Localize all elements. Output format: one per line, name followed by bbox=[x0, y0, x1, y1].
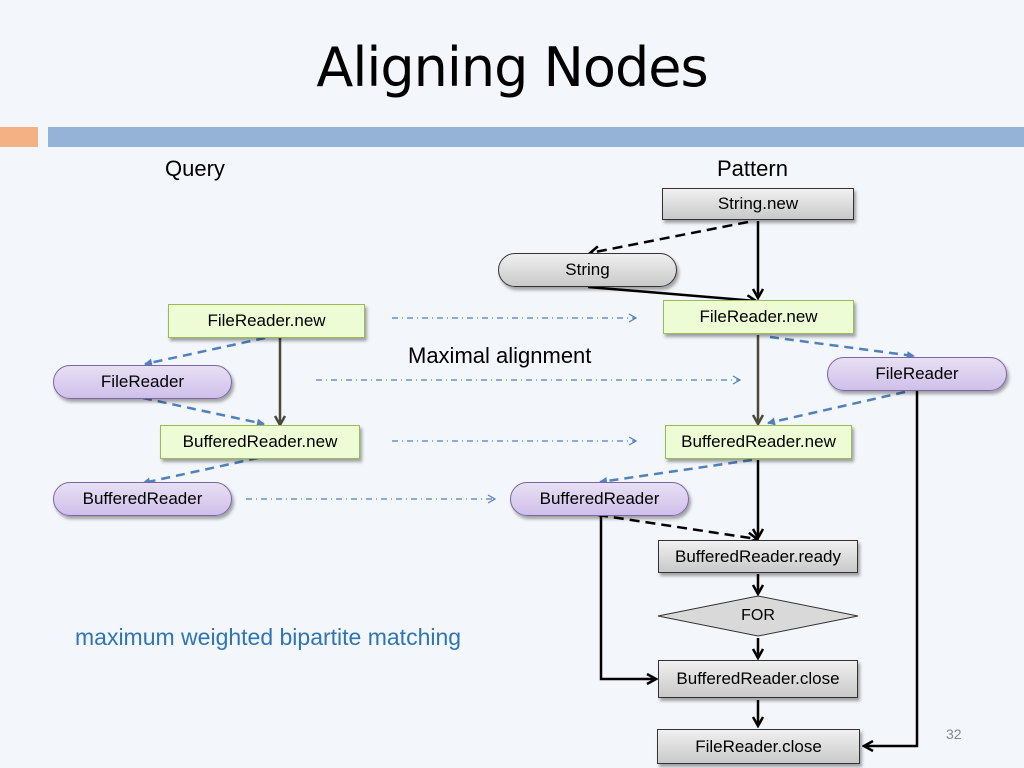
pattern-heading: Pattern bbox=[717, 156, 788, 181]
pattern-node-filereader: FileReader bbox=[827, 357, 1007, 391]
query-heading: Query bbox=[165, 156, 225, 181]
pattern-edge-frnew-fr bbox=[769, 335, 915, 360]
pattern-node-bufferedreader: BufferedReader bbox=[510, 482, 689, 516]
alignment-label: Maximal alignment bbox=[408, 343, 592, 368]
pattern-node-string-new: String.new bbox=[662, 188, 854, 220]
accent-bar-orange bbox=[0, 127, 38, 147]
pattern-node-bufferedreader-close: BufferedReader.close bbox=[658, 660, 858, 698]
pattern-node-for: FOR bbox=[741, 607, 775, 624]
slide-number: 32 bbox=[946, 726, 962, 742]
query-node-bufferedreader-new: BufferedReader.new bbox=[160, 425, 360, 459]
query-node-filereader-new: FileReader.new bbox=[168, 304, 365, 338]
accent-bar-blue bbox=[48, 127, 1024, 147]
pattern-edge-string-frnew bbox=[587, 285, 756, 301]
pattern-edge-fr-brnew bbox=[767, 390, 906, 426]
pattern-node-bufferedreader-ready: BufferedReader.ready bbox=[658, 540, 858, 573]
slide-title: Aligning Nodes bbox=[316, 36, 708, 99]
pattern-node-filereader-close: FileReader.close bbox=[657, 729, 860, 764]
query-edge-fr-brnew bbox=[142, 396, 265, 427]
matching-note: maximum weighted bipartite matching bbox=[75, 624, 462, 650]
pattern-edge-fr-frclose bbox=[864, 390, 919, 746]
for-diamond-shape bbox=[657, 595, 859, 637]
pattern-node-filereader-new: FileReader.new bbox=[663, 300, 854, 334]
pattern-node-string: String bbox=[498, 253, 677, 287]
pattern-edge-br-brclose bbox=[599, 515, 656, 679]
pattern-node-bufferedreader-new: BufferedReader.new bbox=[665, 425, 852, 459]
pattern-edge-brnew-br bbox=[599, 458, 753, 485]
query-edge-frnew-fr bbox=[144, 336, 266, 367]
query-edge-brnew-br bbox=[142, 456, 259, 486]
pattern-edge-stringnew-string bbox=[590, 220, 749, 253]
query-node-filereader: FileReader bbox=[53, 365, 232, 399]
query-node-bufferedreader: BufferedReader bbox=[53, 482, 232, 516]
pattern-edge-br-ready bbox=[597, 513, 757, 539]
